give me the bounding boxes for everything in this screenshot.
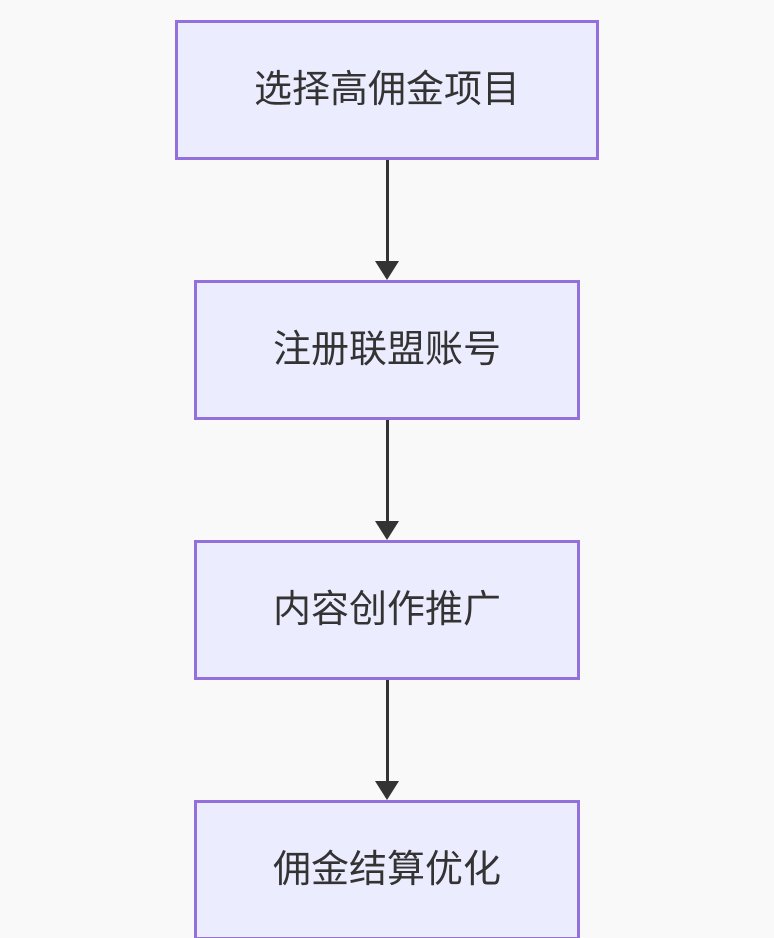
flow-node-content-creation-promotion: 内容创作推广: [193, 540, 580, 680]
arrow-down-icon: [375, 261, 399, 280]
flow-edge-1: [375, 160, 399, 280]
edge-line: [385, 680, 389, 783]
edge-line: [385, 420, 389, 523]
arrow-down-icon: [375, 781, 399, 800]
arrow-down-icon: [375, 521, 399, 540]
flow-node-select-high-commission-project: 选择高佣金项目: [174, 20, 599, 160]
edge-line: [385, 160, 389, 263]
flow-node-register-affiliate-account: 注册联盟账号: [193, 280, 580, 420]
flow-edge-2: [375, 420, 399, 540]
flow-node-commission-settlement-optimization: 佣金结算优化: [193, 800, 580, 938]
flow-edge-3: [375, 680, 399, 800]
